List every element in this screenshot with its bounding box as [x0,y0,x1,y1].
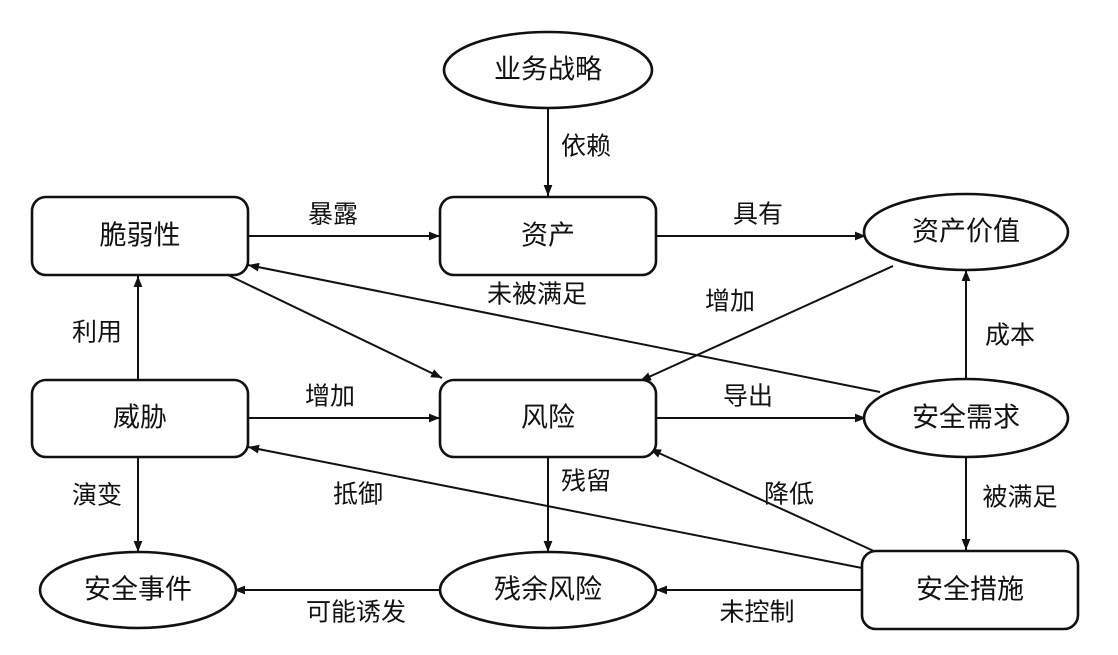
node-security-measure-label: 安全措施 [916,575,1024,606]
node-security-requirement: 安全需求 [862,377,1070,459]
node-security-incident: 安全事件 [38,550,238,630]
label-residual: 残留 [561,467,611,496]
edge-vulnerability-to-risk [227,274,443,379]
node-vulnerability-label: 脆弱性 [100,221,181,252]
edge-measure-to-threat [247,444,863,569]
node-assets-label: 资产 [521,221,575,252]
label-exposes: 暴露 [308,200,358,229]
label-cost: 成本 [985,321,1035,350]
label-exploit: 利用 [72,318,122,347]
label-increase-threat: 增加 [305,382,355,411]
label-may-trigger: 可能诱发 [306,598,406,627]
node-threat-label: 威胁 [113,403,167,434]
label-uncontrolled: 未控制 [719,598,794,627]
node-security-measure: 安全措施 [860,549,1080,631]
node-security-incident-label: 安全事件 [84,575,192,606]
label-satisfied: 被满足 [982,483,1057,512]
node-security-requirement-label: 安全需求 [912,403,1020,434]
edge-requirement-to-vulnerability [247,262,881,393]
edge-measure-to-risk [649,448,877,553]
node-risk-label: 风险 [521,403,575,434]
node-asset-value-label: 资产价值 [912,217,1020,248]
node-threat: 威胁 [30,378,250,459]
label-has: 具有 [733,200,783,229]
edges [133,108,971,595]
node-vulnerability: 脆弱性 [30,195,250,277]
node-residual-risk-label: 残余风险 [494,575,602,606]
node-assets: 资产 [438,195,658,277]
edge-labels: 依赖 暴露 具有 未被满足 增加 利用 成本 增加 导出 演变 抵御 残留 降低… [72,132,1058,627]
label-resist: 抵御 [333,480,383,509]
nodes: 业务战略 资产 资产价值 脆弱性 威胁 风险 安全需求 安全事件 [30,30,1080,631]
node-risk: 风险 [438,378,658,459]
label-increase-value: 增加 [705,287,755,316]
label-unmet: 未被满足 [487,280,587,309]
label-depends: 依赖 [561,132,611,161]
node-business-strategy-label: 业务战略 [494,55,602,86]
label-derive: 导出 [723,382,773,411]
node-business-strategy: 业务战略 [442,30,654,110]
node-residual-risk: 残余风险 [438,550,658,630]
node-asset-value: 资产价值 [862,192,1070,272]
label-reduce: 降低 [764,480,814,509]
edge-asset-value-to-risk [639,265,894,382]
label-evolve: 演变 [72,481,122,510]
